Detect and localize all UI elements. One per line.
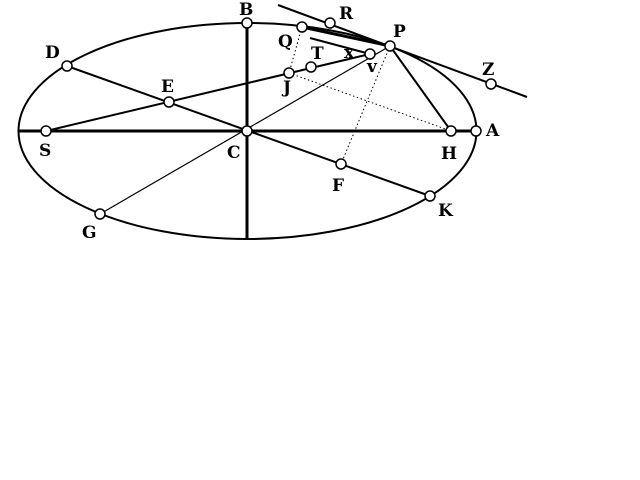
point-b bbox=[241, 17, 253, 29]
label-k: K bbox=[438, 201, 454, 221]
point-c bbox=[241, 125, 253, 137]
label-p: P bbox=[393, 22, 406, 42]
dotted-jh bbox=[288, 72, 452, 132]
point-v bbox=[364, 48, 376, 60]
label-d: D bbox=[45, 43, 60, 63]
line-ph bbox=[389, 45, 452, 132]
label-s: S bbox=[39, 141, 51, 161]
label-t: T bbox=[311, 44, 324, 64]
point-h bbox=[445, 125, 457, 137]
dotted-pf bbox=[340, 45, 391, 165]
label-h: H bbox=[441, 144, 457, 164]
label-f: F bbox=[332, 176, 344, 196]
label-q: Q bbox=[278, 32, 293, 52]
label-x: x bbox=[344, 43, 355, 63]
label-r: R bbox=[339, 4, 354, 24]
label-a: A bbox=[485, 121, 500, 141]
point-z bbox=[485, 78, 497, 90]
label-j: J bbox=[281, 78, 291, 98]
line-sp bbox=[45, 53, 371, 132]
point-q bbox=[296, 21, 308, 33]
label-b: B bbox=[239, 0, 253, 20]
label-c: C bbox=[227, 143, 241, 163]
point-e bbox=[163, 96, 175, 108]
point-k bbox=[424, 190, 436, 202]
label-z: Z bbox=[482, 60, 494, 80]
point-t bbox=[305, 61, 317, 73]
line-xv bbox=[309, 37, 371, 55]
label-e: E bbox=[161, 77, 174, 97]
point-d bbox=[61, 60, 73, 72]
point-s bbox=[40, 125, 52, 137]
point-a bbox=[470, 125, 482, 137]
label-v: v bbox=[366, 57, 378, 77]
point-g bbox=[94, 208, 106, 220]
point-r bbox=[324, 17, 336, 29]
point-p bbox=[384, 40, 396, 52]
point-f bbox=[335, 158, 347, 170]
point-j bbox=[283, 67, 295, 79]
label-g: G bbox=[82, 223, 97, 243]
line-qp bbox=[301, 25, 391, 48]
tangent-line bbox=[277, 4, 528, 98]
